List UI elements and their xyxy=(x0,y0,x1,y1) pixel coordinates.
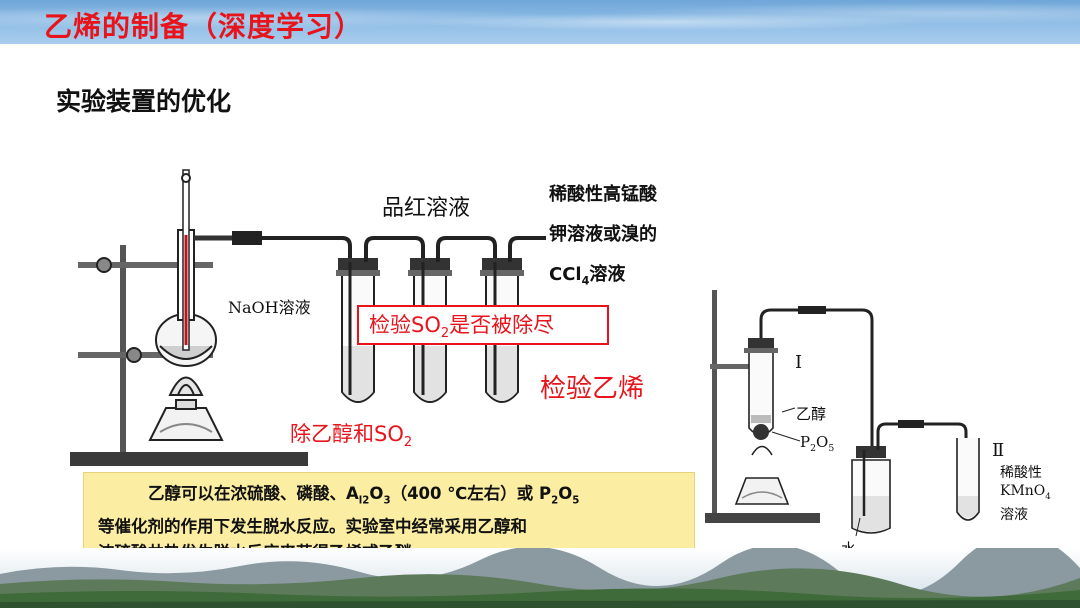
slide-title: 乙烯的制备（深度学习） xyxy=(44,10,364,43)
label-ii: Ⅱ xyxy=(992,440,1005,461)
annotation-check-ethylene: 检验乙烯 xyxy=(540,374,645,404)
section-subtitle: 实验装置的优化 xyxy=(56,87,232,116)
annotation-check-so2: 检验SO2是否被除尽 xyxy=(357,305,609,345)
annotation-remove-ethanol-so2: 除乙醇和SO2 xyxy=(290,422,413,451)
label-naoh: NaOH溶液 xyxy=(228,298,311,317)
header-banner: 乙烯的制备（深度学习） xyxy=(0,0,1080,44)
label-k3: 溶液 xyxy=(1000,507,1028,523)
label-i: I xyxy=(795,352,803,373)
label-kmno4-line3: CCl4溶液 xyxy=(549,264,626,288)
label-ethanol: 乙醇 xyxy=(796,405,827,423)
label-k1: 稀酸性 xyxy=(1000,465,1042,481)
label-kmno4-line2: 钾溶液或溴的 xyxy=(549,224,657,245)
label-k2: KMnO4 xyxy=(1000,483,1051,502)
label-p2o5: P2O5 xyxy=(800,433,835,454)
note-line-2: 等催化剂的作用下发生脱水反应。实验室中经常采用乙醇和 xyxy=(98,517,527,537)
landscape-footer xyxy=(0,548,1080,608)
label-kmno4-line1: 稀酸性高锰酸 xyxy=(549,184,657,205)
right-apparatus xyxy=(705,290,980,537)
label-pinhong: 品红溶液 xyxy=(382,196,471,221)
left-apparatus xyxy=(70,169,546,466)
stand-rod xyxy=(120,245,126,452)
stand-base xyxy=(70,452,308,466)
note-line-1: 乙醇可以在浓硫酸、磷酸、Al2O3（400 ℃左右）或 P2O5 xyxy=(148,484,580,507)
